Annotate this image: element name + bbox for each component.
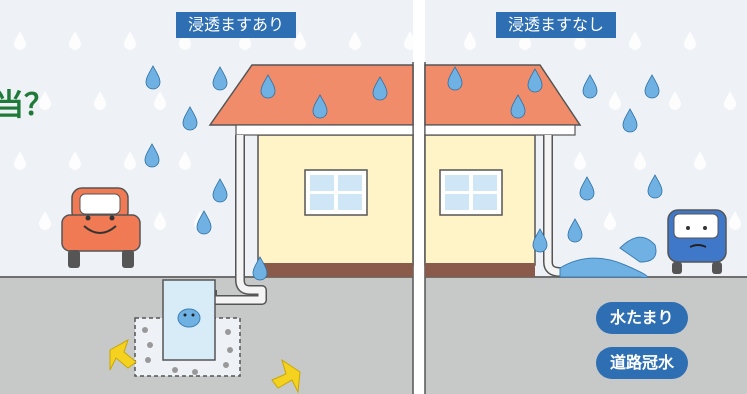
panel-title-right: 浸透ますなし	[496, 12, 617, 38]
car-right-icon	[667, 209, 727, 274]
infiltration-basin	[134, 279, 241, 377]
badge-puddle: 水たまり	[596, 302, 688, 334]
panel-divider	[413, 0, 425, 394]
arrow-icons	[109, 338, 301, 394]
house-left	[207, 64, 414, 305]
car-left-icon	[61, 187, 141, 268]
partial-text: 当？	[0, 88, 54, 123]
house-right	[424, 64, 582, 277]
badge-road-flood: 道路冠水	[596, 347, 689, 379]
panel-title-left: 浸透ますあり	[176, 12, 297, 38]
puddle	[559, 236, 657, 278]
